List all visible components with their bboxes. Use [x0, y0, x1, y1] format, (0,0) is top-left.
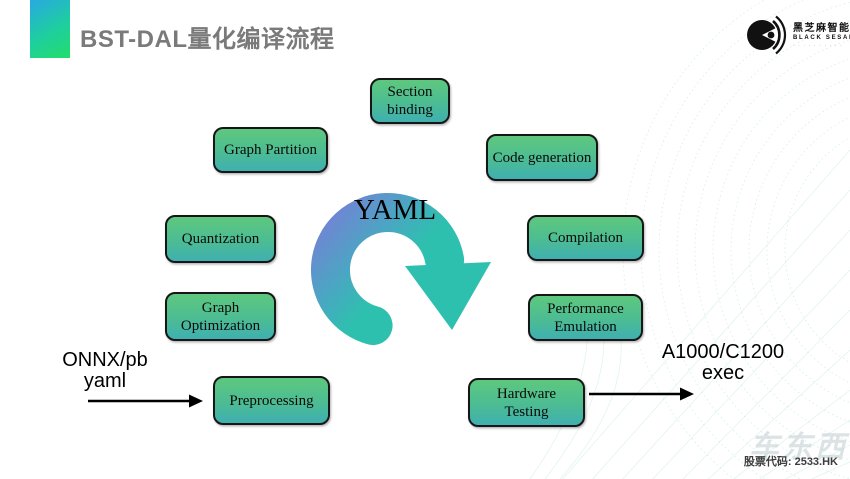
flow-box-code-generation: Code generation [486, 134, 598, 181]
flow-box-label: Preprocessing [229, 392, 314, 409]
flow-box-label: Graph Partition [224, 142, 317, 158]
flow-box-graph-partition: Graph Partition [213, 127, 328, 173]
flow-box-label: Quantization [181, 231, 260, 247]
brand-name-cn: 黑芝麻智能 [793, 22, 850, 34]
input-label-line2: yaml [83, 370, 127, 392]
stock-code-label: 股票代码: 2533.HK [743, 456, 838, 468]
brand-name-en: BLACK SESAME [793, 35, 850, 41]
flow-box-label: Compilation [548, 230, 623, 246]
output-label-line1: A1000/C1200 [661, 341, 785, 363]
yaml-center-label: YAML [353, 194, 437, 226]
brand-tagline: · · · · · · · · · · [793, 42, 843, 48]
title-accent-bar [30, 0, 70, 58]
company-logo: 黑芝麻智能 BLACK SESAME · · · · · · · · · · [742, 12, 850, 58]
flow-box-label: Graph Optimization [180, 299, 261, 334]
flow-box-performance-emulation: Performance Emulation [528, 294, 643, 341]
input-label-line1: ONNX/pb [62, 349, 148, 371]
output-label-line2: exec [701, 362, 745, 384]
watermark-text: 车东西 [749, 431, 848, 464]
flow-box-hardware-testing: Hardware Testing [468, 378, 585, 427]
page-title: BST-DAL量化编译流程 [80, 26, 335, 53]
flow-box-section-binding: Section binding [370, 78, 450, 124]
flow-box-label: Hardware Testing [496, 385, 557, 420]
flow-box-label: Section binding [387, 84, 433, 118]
output-target-label: A1000/C1200 exec [648, 342, 798, 384]
flow-box-quantization: Quantization [165, 215, 276, 263]
flow-box-label: Performance Emulation [547, 300, 624, 335]
flow-box-label: Code generation [492, 149, 592, 166]
input-format-label: ONNX/pb yaml [45, 350, 165, 392]
flow-box-compilation: Compilation [527, 215, 644, 261]
black-sesame-logo-icon [747, 15, 787, 55]
flow-box-preprocessing: Preprocessing [213, 376, 330, 425]
circular-cycle-arrow-icon [310, 192, 491, 345]
flow-box-graph-optimization: Graph Optimization [165, 292, 276, 341]
